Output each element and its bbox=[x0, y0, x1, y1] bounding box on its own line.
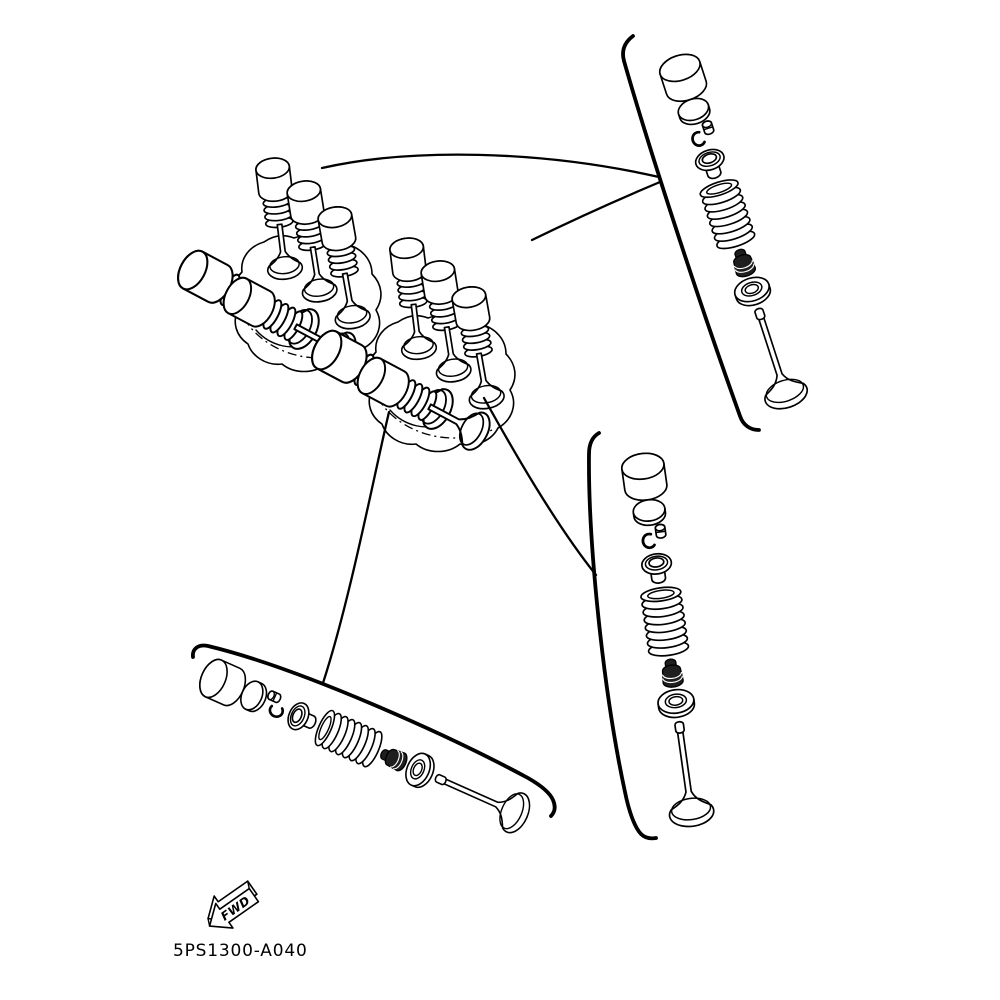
leader-line-cluster2-to-middle-right bbox=[482, 396, 598, 577]
panel-edge-top-right bbox=[621, 34, 761, 432]
leader-line-cluster2-to-bottom-left bbox=[321, 410, 391, 685]
panel-edges bbox=[191, 34, 761, 841]
panel-edge-middle-right bbox=[587, 431, 658, 841]
leader-line-cluster2-to-top-right bbox=[530, 180, 662, 242]
panel-edge-bottom-left bbox=[191, 643, 557, 818]
exploded-view-middle-right bbox=[617, 449, 717, 831]
cylinder-head-assembled-view bbox=[172, 156, 515, 454]
exploded-view-bottom-left bbox=[192, 653, 537, 839]
leader-line-cluster1-to-top-right bbox=[320, 153, 661, 179]
fwd-arrow-front-face bbox=[208, 887, 260, 929]
leader-lines bbox=[320, 153, 662, 685]
fwd-arrow-icon: FWD bbox=[207, 880, 260, 929]
part-code-label: 5PS1300-A040 bbox=[173, 941, 308, 961]
